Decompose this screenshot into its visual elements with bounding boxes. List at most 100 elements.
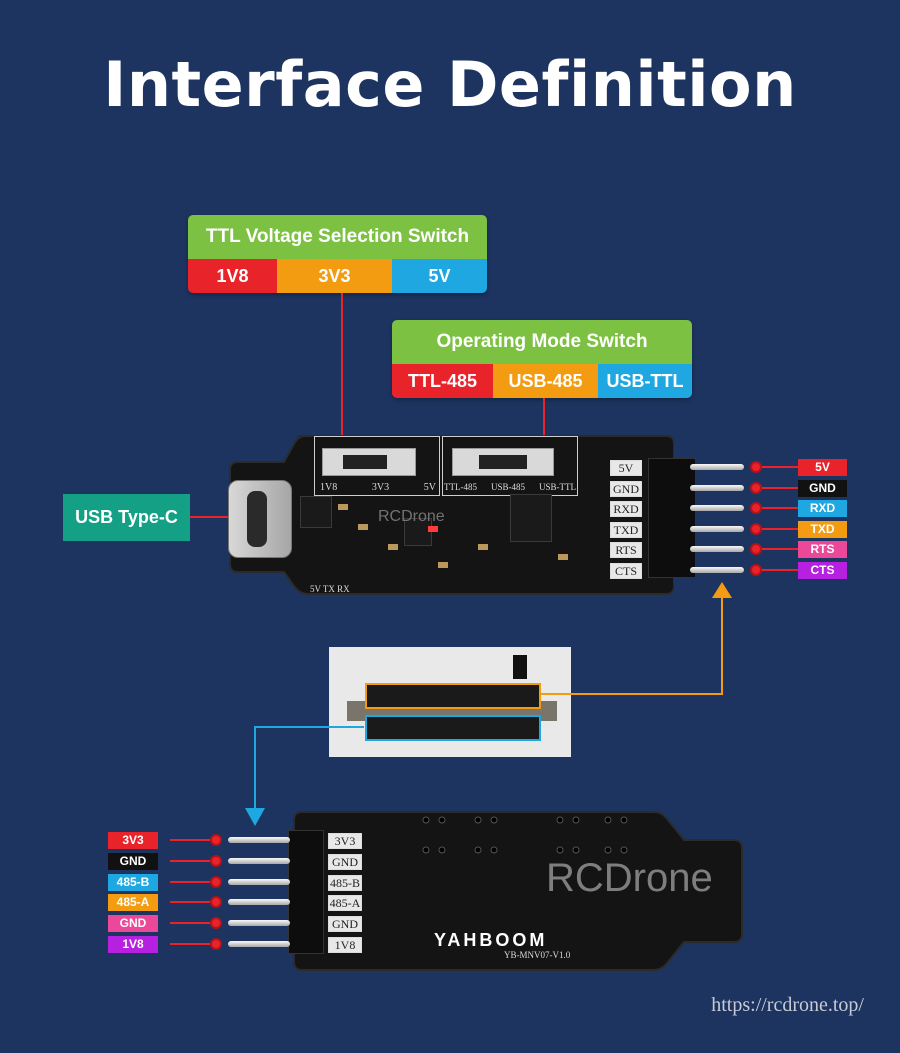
usb-type-c-leader [190, 516, 240, 518]
bottom-pin-label-485-b: 485-B [108, 873, 158, 891]
top-pin-leader-1 [756, 486, 798, 489]
operating-mode-callout-title: Operating Mode Switch [392, 320, 692, 364]
top-board-watermark: RCDrone [378, 508, 445, 525]
top-header-pin-1 [690, 484, 744, 491]
top-header-pin-4 [690, 546, 744, 552]
mode-option-usb-485: USB-485 [493, 364, 598, 398]
top-smd-2 [358, 524, 368, 530]
top-pin-label-cts: CTS [798, 561, 847, 579]
bottom-pin-silk-0: 3V3 [328, 833, 362, 849]
bottom-header-pin-5 [228, 941, 290, 947]
mode-option-ttl-485: TTL-485 [392, 364, 493, 398]
top-pin-silk-3: TXD [610, 521, 642, 538]
bottom-pin-label-gnd: GND [108, 915, 158, 933]
bottom-pin-leader-2 [170, 880, 214, 883]
top-pin-silk-0: 5V [610, 460, 642, 476]
top-smd-1 [338, 504, 348, 510]
bottom-header-pin-3 [228, 899, 290, 906]
top-pin-label-rxd: RXD [798, 500, 847, 517]
operating-mode-callout: Operating Mode Switch TTL-485 USB-485 US… [392, 320, 692, 398]
top-pin-leader-0 [756, 466, 798, 468]
bottom-pin-leader-1 [170, 859, 214, 862]
connector-key [513, 655, 527, 679]
bottom-pin-silk-2: 485-B [328, 874, 362, 891]
ttl-voltage-options: 1V8 3V3 5V [188, 259, 487, 293]
bottom-pin-dot-3 [210, 896, 222, 909]
bottom-pin-dot-2 [210, 875, 222, 888]
bottom-header-pin-2 [228, 878, 290, 885]
top-header-pin-3 [690, 525, 744, 532]
top-smd-4 [438, 562, 448, 568]
mode-silk-labels: TTL-485 USB-485 USB-TTL [444, 482, 576, 492]
led-silk-labels: 5V TX RX [310, 584, 350, 594]
ttl-voltage-callout: TTL Voltage Selection Switch 1V8 3V3 5V [188, 215, 487, 293]
bottom-header-block [288, 830, 324, 954]
mode-option-usb-ttl: USB-TTL [598, 364, 692, 398]
ttl-voltage-option-5v: 5V [392, 259, 487, 293]
top-pin-label-rts: RTS [798, 541, 847, 558]
top-pin-dot-4 [750, 543, 762, 555]
voltage-switch-box [314, 436, 440, 496]
top-pin-dot-3 [750, 522, 762, 535]
bottom-pin-silk-4: GND [328, 916, 362, 933]
bottom-board-outline [293, 811, 743, 971]
footer-url: https://rcdrone.top/ [711, 994, 864, 1016]
bottom-pin-dot-5 [210, 938, 222, 950]
brand-logo: YAHBOOM [434, 930, 548, 950]
top-pin-silk-1: GND [610, 480, 642, 497]
bottom-pin-label-3v3: 3V3 [108, 832, 158, 849]
ttl-voltage-option-1v8: 1V8 [188, 259, 277, 293]
bottom-header-pin-4 [228, 920, 290, 927]
ttl-voltage-option-3v3: 3V3 [277, 259, 392, 293]
top-pin-leader-5 [756, 568, 798, 571]
top-pin-dot-1 [750, 481, 762, 494]
top-pin-label-5v: 5V [798, 459, 847, 476]
mode-slide-switch[interactable] [452, 448, 554, 476]
bottom-header-pin-0 [228, 837, 290, 843]
top-pin-leader-4 [756, 548, 798, 550]
silk-3v3: 3V3 [371, 482, 390, 493]
top-header-block [648, 458, 696, 578]
top-header-pin-2 [690, 505, 744, 511]
bottom-pin-leader-5 [170, 943, 214, 945]
top-smd-5 [478, 544, 488, 550]
orange-arrow-head [712, 582, 732, 598]
top-pin-dot-0 [750, 461, 762, 473]
voltage-silk-labels: 1V8 3V3 5V [320, 482, 436, 493]
top-chip-1 [300, 496, 332, 528]
ttl-voltage-leader [341, 293, 343, 456]
page-title: Interface Definition [103, 48, 797, 121]
silk-1v8: 1V8 [320, 482, 338, 493]
top-header-pin-5 [690, 566, 744, 573]
top-chip-3 [510, 494, 552, 542]
voltage-slide-switch[interactable] [322, 448, 416, 476]
top-board: 1V8 3V3 5V TTL-485 USB-485 USB-TTL 5V TX… [228, 434, 696, 596]
bottom-pin-label-1v8: 1V8 [108, 936, 158, 953]
operating-mode-leader [543, 398, 545, 456]
bottom-pin-leader-4 [170, 922, 214, 925]
top-pin-label-txd: TXD [798, 520, 847, 538]
ttl-voltage-callout-title: TTL Voltage Selection Switch [188, 215, 487, 259]
top-pin-leader-3 [756, 527, 798, 530]
top-pin-dot-2 [750, 502, 762, 514]
model-number: YB-MNV07-V1.0 [504, 950, 571, 960]
blue-arrow-head [245, 808, 265, 826]
top-pin-label-gnd: GND [798, 479, 847, 497]
bottom-pin-silk-1: GND [328, 853, 362, 870]
bottom-pin-label-485-a: 485-A [108, 894, 158, 912]
bottom-pin-silk-5: 1V8 [328, 937, 362, 953]
bottom-pin-label-gnd: GND [108, 852, 158, 870]
top-pin-leader-2 [756, 507, 798, 509]
top-pin-silk-4: RTS [610, 542, 642, 558]
rcdrone-watermark: RCDrone [546, 856, 713, 900]
silk-usb-485: USB-485 [490, 482, 525, 492]
top-pin-dot-5 [750, 563, 762, 576]
bottom-pin-silk-3: 485-A [328, 895, 362, 912]
usb-type-c-port[interactable] [228, 480, 292, 558]
bottom-pin-dot-1 [210, 854, 222, 867]
top-pin-silk-5: CTS [610, 562, 642, 579]
top-header-pin-0 [690, 464, 744, 470]
connector-bottom-row [365, 715, 541, 741]
silk-usb-ttl: USB-TTL [538, 482, 576, 492]
